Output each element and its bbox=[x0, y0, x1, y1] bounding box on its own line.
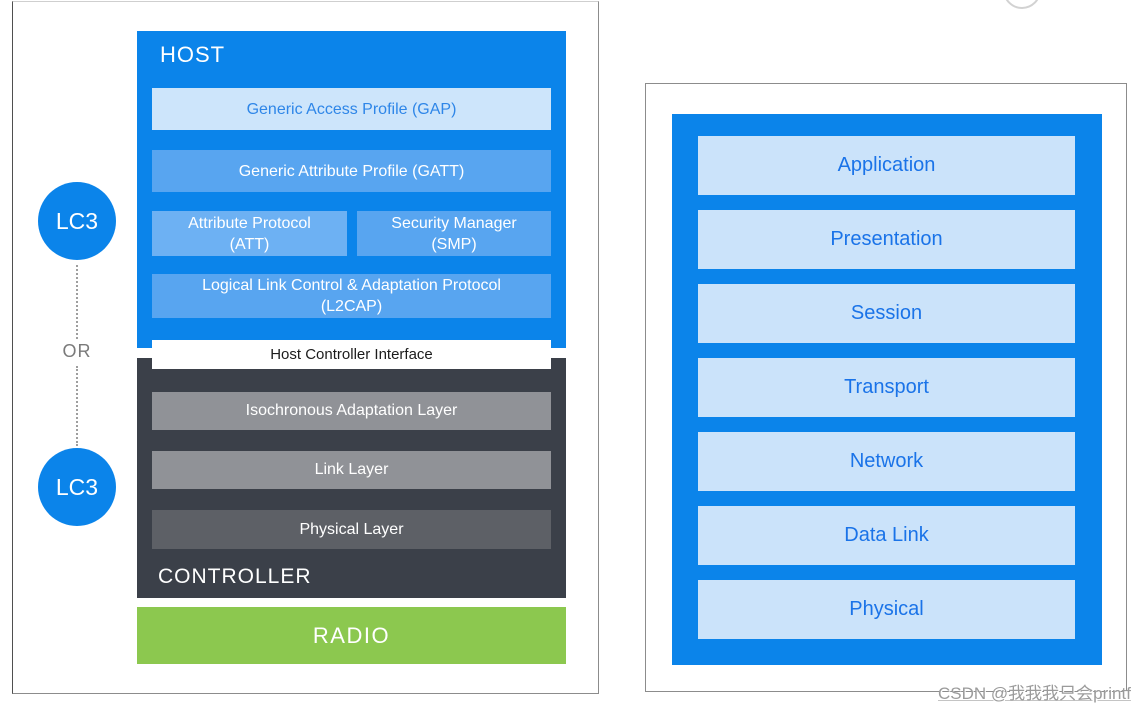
radio-label: RADIO bbox=[312, 622, 391, 648]
physical-layer-label: Physical Layer bbox=[299, 520, 404, 538]
osi-layer-network: Network bbox=[698, 432, 1075, 491]
att-label-line2: (ATT) bbox=[229, 235, 270, 253]
gatt-layer-box: Generic Attribute Profile (GATT) bbox=[152, 150, 551, 192]
osi-layer-data-link: Data Link bbox=[698, 506, 1075, 565]
hci-label: Host Controller Interface bbox=[270, 346, 433, 363]
link-layer-label: Link Layer bbox=[314, 461, 389, 478]
partial-circle-decoration bbox=[1003, 0, 1041, 9]
osi-layer-physical: Physical bbox=[698, 580, 1075, 639]
smp-layer-box: Security Manager (SMP) bbox=[357, 211, 551, 256]
dotted-connector-bottom bbox=[76, 366, 78, 446]
host-controller-interface-box: Host Controller Interface bbox=[152, 340, 551, 369]
gap-layer-box: Generic Access Profile (GAP) bbox=[152, 88, 551, 130]
l2cap-label-line2: (L2CAP) bbox=[320, 298, 383, 315]
osi-data-link-label: Data Link bbox=[844, 524, 929, 546]
lc3-codec-badge-top: LC3 bbox=[38, 182, 116, 260]
osi-session-label: Session bbox=[850, 302, 923, 324]
osi-layer-session: Session bbox=[698, 284, 1075, 343]
csdn-watermark: CSDN @我我我只会printf bbox=[938, 684, 1131, 703]
osi-transport-label: Transport bbox=[844, 376, 929, 398]
gatt-label: Generic Attribute Profile (GATT) bbox=[238, 162, 465, 180]
att-label-line1: Attribute Protocol bbox=[188, 214, 311, 232]
isochronous-adaptation-layer-label: Isochronous Adaptation Layer bbox=[245, 402, 458, 419]
smp-label-line2: (SMP) bbox=[431, 235, 477, 253]
osi-layer-presentation: Presentation bbox=[698, 210, 1075, 269]
or-label: OR bbox=[55, 341, 99, 362]
osi-physical-label: Physical bbox=[849, 598, 924, 620]
controller-title: CONTROLLER bbox=[158, 565, 312, 588]
osi-network-label: Network bbox=[849, 450, 924, 472]
osi-application-label: Application bbox=[837, 154, 936, 176]
smp-label-line1: Security Manager bbox=[391, 214, 517, 232]
link-layer-box: Link Layer bbox=[152, 451, 551, 489]
l2cap-layer-box: Logical Link Control & Adaptation Protoc… bbox=[152, 274, 551, 318]
osi-layer-application: Application bbox=[698, 136, 1075, 195]
osi-layer-transport: Transport bbox=[698, 358, 1075, 417]
dotted-connector-top bbox=[76, 265, 78, 339]
lc3-bottom-label: LC3 bbox=[55, 473, 99, 500]
physical-layer-box: Physical Layer bbox=[152, 510, 551, 549]
gap-label: Generic Access Profile (GAP) bbox=[246, 100, 457, 118]
radio-block: RADIO bbox=[137, 607, 566, 664]
l2cap-label-line1: Logical Link Control & Adaptation Protoc… bbox=[202, 277, 501, 294]
lc3-codec-badge-bottom: LC3 bbox=[38, 448, 116, 526]
host-title: HOST bbox=[160, 42, 226, 67]
att-layer-box: Attribute Protocol (ATT) bbox=[152, 211, 347, 256]
osi-presentation-label: Presentation bbox=[830, 228, 943, 250]
isochronous-adaptation-layer-box: Isochronous Adaptation Layer bbox=[152, 392, 551, 430]
lc3-top-label: LC3 bbox=[55, 207, 99, 234]
